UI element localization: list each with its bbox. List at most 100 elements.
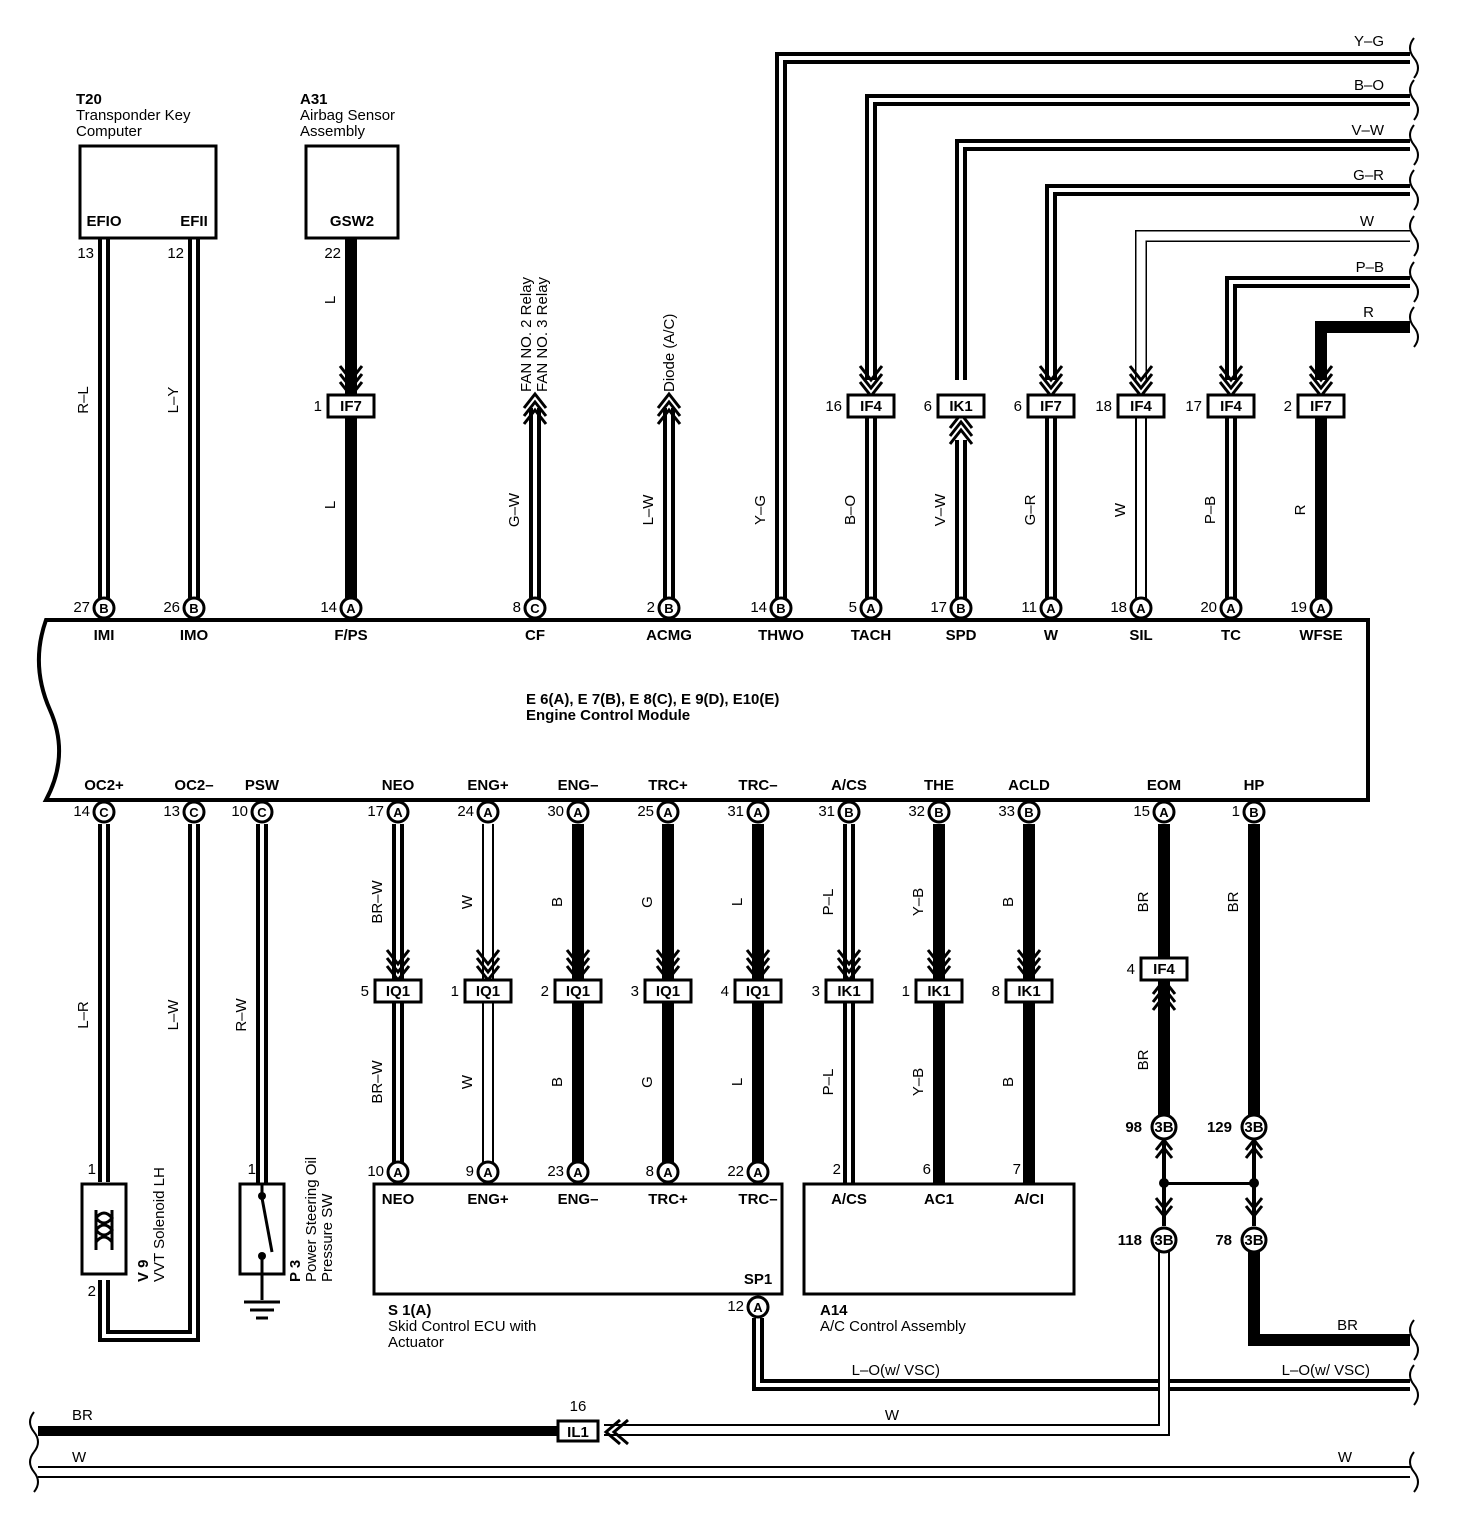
- wire-color-bot-9-b: Y–B: [910, 1068, 927, 1096]
- wire-color-top-0: R–L: [75, 386, 92, 414]
- wire-color-bot-12: BR: [1225, 891, 1242, 912]
- dst-term-5: ENG–: [558, 1191, 599, 1208]
- jc-pin: 18: [1095, 398, 1112, 415]
- dst-term-3: NEO: [382, 1191, 415, 1208]
- dst-term-6: TRC+: [648, 1191, 688, 1208]
- a31-term-gsw2: GSW2: [330, 213, 374, 230]
- dst-term-9: AC1: [924, 1191, 954, 1208]
- ecm-pin-top-5: 14: [750, 599, 767, 616]
- top-11-conn: [1309, 596, 1333, 620]
- jc-il1-pin: 16: [570, 1398, 587, 1415]
- jc-if4-eom: IF4: [1153, 961, 1175, 978]
- ecm-pin-bot-6: 25: [637, 803, 654, 820]
- t20-term-efio: EFIO: [86, 213, 121, 230]
- jc-pin: 16: [825, 398, 842, 415]
- ecm-pin-top-2: 14: [320, 599, 337, 616]
- dst-pin-7: 22: [727, 1163, 744, 1180]
- bus-label: V–W: [1351, 122, 1384, 139]
- bot-0-conn: [92, 800, 116, 824]
- t20-computer: T20 Transponder Key Computer EFIO EFII: [76, 91, 218, 240]
- top-3-conn-letter: C: [530, 601, 540, 616]
- bot-6-conn-letter: A: [663, 805, 673, 820]
- bus-w-mid: W: [885, 1407, 900, 1424]
- a14-ref: A14: [820, 1302, 848, 1319]
- top-4-conn-letter: B: [664, 601, 673, 616]
- jc-il1: IL1: [567, 1424, 589, 1441]
- ecm-term-bot-6: TRC+: [648, 777, 688, 794]
- jc-if7-fps: IF7: [340, 398, 362, 415]
- ecm-pin-top-4: 2: [647, 599, 655, 616]
- ecm-term-bot-2: PSW: [245, 777, 280, 794]
- bot-11-conn-letter: A: [1159, 805, 1169, 820]
- wire-color-top-11: R: [1292, 504, 1309, 515]
- bot-2-conn-letter: C: [257, 805, 267, 820]
- src-pin-top-1: 12: [167, 245, 184, 262]
- dst-pin-5: 23: [547, 1163, 564, 1180]
- wire-color-bot-8-a: P–L: [820, 889, 837, 916]
- wire-color-bot-0: L–R: [75, 1001, 92, 1029]
- s1-sp1-conn-letter: A: [753, 1300, 763, 1315]
- ecm-name: Engine Control Module: [526, 707, 690, 724]
- top-8-conn: [1039, 596, 1063, 620]
- bot-2-conn: [250, 800, 274, 824]
- dst-pin-6: 8: [646, 1163, 654, 1180]
- bot-10-conn-letter: B: [1024, 805, 1033, 820]
- bus-label: P–B: [1356, 259, 1384, 276]
- jc-iq1-trcm: IQ1: [746, 983, 770, 1000]
- ecm-term-bot-0: OC2+: [84, 777, 124, 794]
- splice-pin: 129: [1207, 1119, 1232, 1136]
- wire-color-top-5: Y–G: [752, 495, 769, 525]
- ecm-term-bot-8: A/CS: [831, 777, 867, 794]
- bot-9-conn-letter: B: [934, 805, 943, 820]
- top-7-conn-letter: B: [956, 601, 965, 616]
- wire-color-bot-5-a: B: [549, 897, 566, 907]
- s1-sp1-conn: [746, 1295, 770, 1319]
- ecm-term-bot-10: ACLD: [1008, 777, 1050, 794]
- ecm-pin-top-3: 8: [513, 599, 521, 616]
- jc-pin: 8: [992, 983, 1000, 1000]
- splice-pin: 118: [1118, 1232, 1142, 1249]
- ecm-term-bot-1: OC2–: [174, 777, 213, 794]
- ecm-pin-bot-0: 14: [73, 803, 90, 820]
- wire-color-bot-6-a: G: [639, 896, 656, 908]
- bot-11-conn: [1152, 800, 1176, 824]
- wire-color-bot-4-a: W: [459, 894, 476, 909]
- s1-skid-control-ecu: S 1(A) Skid Control ECU with Actuator SP…: [372, 1182, 784, 1351]
- bot-8-conn-letter: B: [844, 805, 853, 820]
- a14-name: A/C Control Assembly: [820, 1318, 966, 1335]
- ecm-term-top-4: ACMG: [646, 627, 692, 644]
- ecm-pin-bot-3: 17: [367, 803, 384, 820]
- top-0-conn: [92, 596, 116, 620]
- ecm-pin-bot-2: 10: [231, 803, 248, 820]
- bot-1-conn: [182, 800, 206, 824]
- bus-label: W: [1360, 213, 1375, 230]
- src-pin-top-0: 13: [77, 245, 94, 262]
- v9-vvt-solenoid: V 9 VVT Solenoid LH: [80, 1167, 168, 1282]
- wire-color-bot-11-a: BR: [1135, 891, 1152, 912]
- jc-iq1-engp: IQ1: [476, 983, 500, 1000]
- dst-term-7: TRC–: [738, 1191, 777, 1208]
- t20-name-2: Computer: [76, 123, 142, 140]
- bot-7-conn: [746, 800, 770, 824]
- ecm-pin-bot-9: 32: [908, 803, 925, 820]
- ecm-term-bot-4: ENG+: [467, 777, 509, 794]
- a31-name-2: Assembly: [300, 123, 366, 140]
- t20-ref: T20: [76, 91, 102, 108]
- ecm-term-top-8: W: [1044, 627, 1059, 644]
- bus-label: R: [1363, 304, 1374, 321]
- bot-12-conn: [1242, 800, 1266, 824]
- dst-term-10: A/CI: [1014, 1191, 1044, 1208]
- ecm-pin-top-11: 19: [1290, 599, 1307, 616]
- dst-6-conn: [656, 1160, 680, 1184]
- bot-1-conn-letter: C: [189, 805, 199, 820]
- dst-3-conn-letter: A: [393, 1165, 403, 1180]
- wire-color-top-10: P–B: [1202, 496, 1219, 524]
- wire-color-bot-10-b: B: [1000, 1077, 1017, 1087]
- splice-id: 3B: [1154, 1232, 1173, 1249]
- engine-control-module: E 6(A), E 7(B), E 8(C), E 9(D), E10(E) E…: [36, 618, 1370, 802]
- a31-name-1: Airbag Sensor: [300, 107, 395, 124]
- v9-name: VVT Solenoid LH: [151, 1167, 168, 1282]
- dst-6-conn-letter: A: [663, 1165, 673, 1180]
- ecm-term-top-6: TACH: [851, 627, 892, 644]
- t20-term-efii: EFII: [180, 213, 208, 230]
